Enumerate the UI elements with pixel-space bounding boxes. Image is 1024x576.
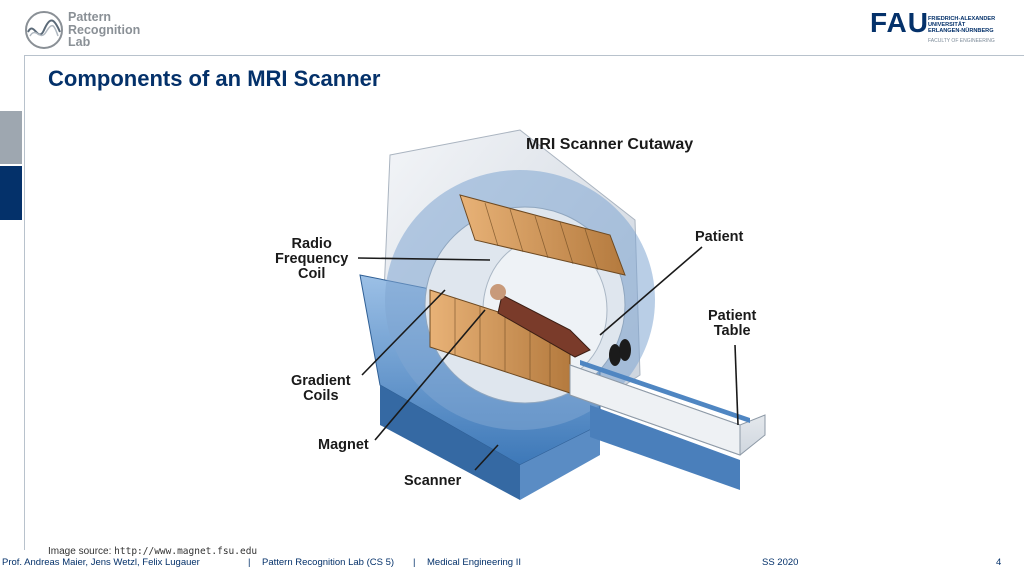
image-source-url: http://www.magnet.fsu.edu: [114, 546, 258, 557]
mri-scanner-cutaway-illustration: [357, 129, 766, 500]
figure-title: MRI Scanner Cutaway: [526, 136, 694, 153]
side-tab-blue: [0, 166, 22, 220]
fau-university-name: FRIEDRICH-ALEXANDER UNIVERSITÄT ERLANGEN…: [928, 16, 995, 34]
label-line: Table: [713, 323, 751, 339]
label-line: Gradient: [291, 373, 351, 389]
footer-term: SS 2020: [762, 557, 799, 568]
label-line: Coils: [303, 388, 339, 404]
lab-logo-line: Lab: [68, 35, 91, 49]
lab-logo-icon: [25, 11, 63, 49]
pattern-recognition-lab-logo: Pattern Recognition Lab: [24, 10, 164, 50]
fau-faculty: FACULTY OF ENGINEERING: [928, 38, 995, 44]
label-line: Coil: [297, 266, 326, 282]
label-line: Patient: [708, 308, 757, 324]
lab-logo-text: Pattern Recognition Lab: [68, 11, 140, 49]
image-source-caption: Image source: http://www.magnet.fsu.edu: [48, 546, 257, 557]
footer-course: Medical Engineering II: [427, 557, 521, 568]
header-divider: [24, 55, 1024, 56]
footer-authors: Prof. Andreas Maier, Jens Wetzl, Felix L…: [2, 557, 200, 568]
side-tab-grey: [0, 111, 22, 164]
slide-footer: Prof. Andreas Maier, Jens Wetzl, Felix L…: [0, 557, 1024, 575]
fau-line: FRIEDRICH-ALEXANDER: [928, 16, 996, 22]
label-scanner: Scanner: [404, 473, 462, 489]
fau-line: UNIVERSITÄT: [928, 22, 966, 28]
label-magnet: Magnet: [318, 437, 369, 453]
label-patient: Patient: [695, 229, 744, 245]
label-rf-coil: Radio Frequency Coil: [275, 237, 348, 282]
label-line: Frequency: [275, 251, 349, 267]
left-divider: [24, 55, 25, 550]
footer-separator: |: [413, 557, 416, 568]
footer-lab: Pattern Recognition Lab (CS 5): [262, 557, 395, 568]
fau-line: ERLANGEN-NÜRNBERG: [928, 28, 994, 34]
footer-page-number: 4: [996, 557, 1002, 568]
lab-logo-line: Pattern: [68, 10, 112, 24]
slide-title: Components of an MRI Scanner: [48, 66, 381, 91]
fau-mark: FAU: [870, 7, 929, 38]
fau-logo: FAU FRIEDRICH-ALEXANDER UNIVERSITÄT ERLA…: [870, 9, 1010, 47]
label-line: Radio: [291, 236, 332, 252]
lab-logo-line: Recognition: [68, 22, 141, 37]
image-source-prefix: Image source:: [48, 546, 115, 557]
footer-separator: |: [248, 557, 251, 568]
label-patient-table: Patient Table: [708, 309, 756, 339]
slide-header: Pattern Recognition Lab FAU FRIEDRICH-AL…: [0, 0, 1024, 56]
label-gradient-coils: Gradient Coils: [291, 374, 351, 404]
